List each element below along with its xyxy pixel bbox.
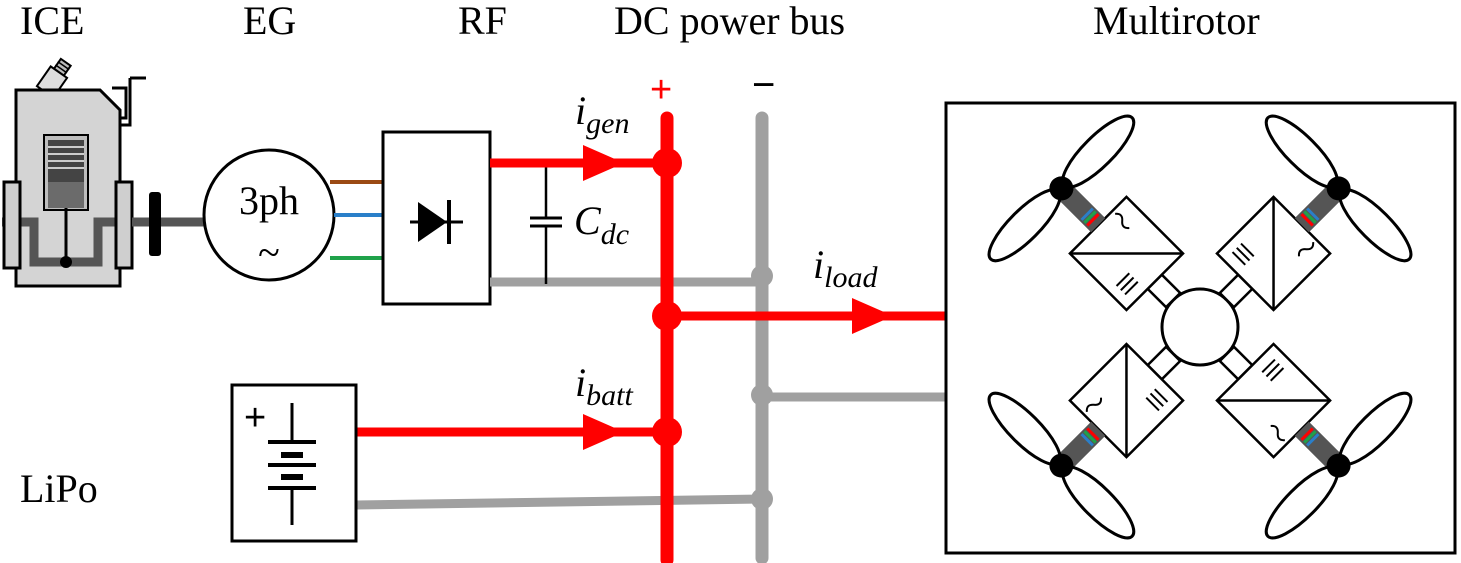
ice-label: ICE [20,0,84,43]
battery-plus-label: + [244,397,266,439]
rotor-arm-bottom-right [1215,342,1413,540]
capacitor-label: Cdc [574,198,629,251]
gen-current-arrow [583,145,624,181]
dc-bus-label: DC power bus [614,0,845,43]
positive-wiring [356,111,946,563]
shaft-coupling [149,192,161,256]
engine-icon [2,57,150,288]
quadrotor-icon [987,114,1413,540]
generator-ac-symbol: ~ [258,230,280,275]
batt-current-arrow [583,414,624,450]
multirotor-label: Multirotor [1093,0,1260,43]
negative-wiring [355,111,946,563]
diode-icon [410,200,463,244]
battery-icon [268,403,316,525]
load-current-label: iload [813,242,878,294]
load-current-arrow [852,298,893,334]
batt-current-label: ibatt [575,360,633,412]
rotor-arm-top-right [1215,114,1413,312]
rotor-arm-top-left [987,114,1185,312]
rf-label: RF [458,0,507,43]
positive-bus-label: + [650,69,672,111]
gen-current-label: igen [575,88,629,140]
generator-phase-label: 3ph [239,178,299,223]
rotor-arm-bottom-left [987,342,1185,540]
lipo-label: LiPo [20,466,98,511]
dc-link-capacitor [530,162,562,284]
negative-bus-label: − [752,63,775,107]
eg-label: EG [243,0,296,43]
